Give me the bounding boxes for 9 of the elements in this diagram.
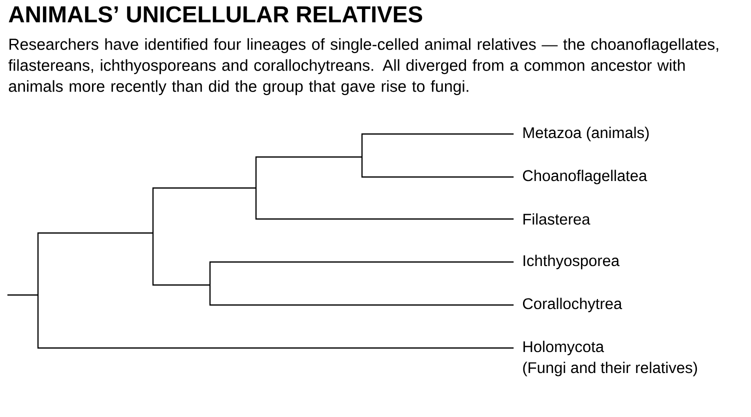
leaf-label: Corallochytrea: [523, 298, 622, 312]
leaf-label: Holomycota: [523, 340, 604, 356]
leaf-label: Metazoa (animals): [523, 126, 649, 142]
leaf-label: Choanoflagellatea: [523, 170, 648, 184]
description: Researchers have identified four lineages of single-celled animal relatives — the choanoflagellates, filastereans, ichthyosporeans and corallochytreans. All diverged from a common ancestor with animals more recently than did the group that gave rise to fungi.: [8, 38, 718, 96]
leaf-label: Filasterea: [523, 213, 590, 225]
leaf-label: Ichthyosporea: [524, 254, 620, 270]
title: ANIMALS’ UNICELLULAR RELATIVES: [8, 6, 422, 22]
leaf-label: (Fungi and their relatives): [523, 362, 697, 376]
